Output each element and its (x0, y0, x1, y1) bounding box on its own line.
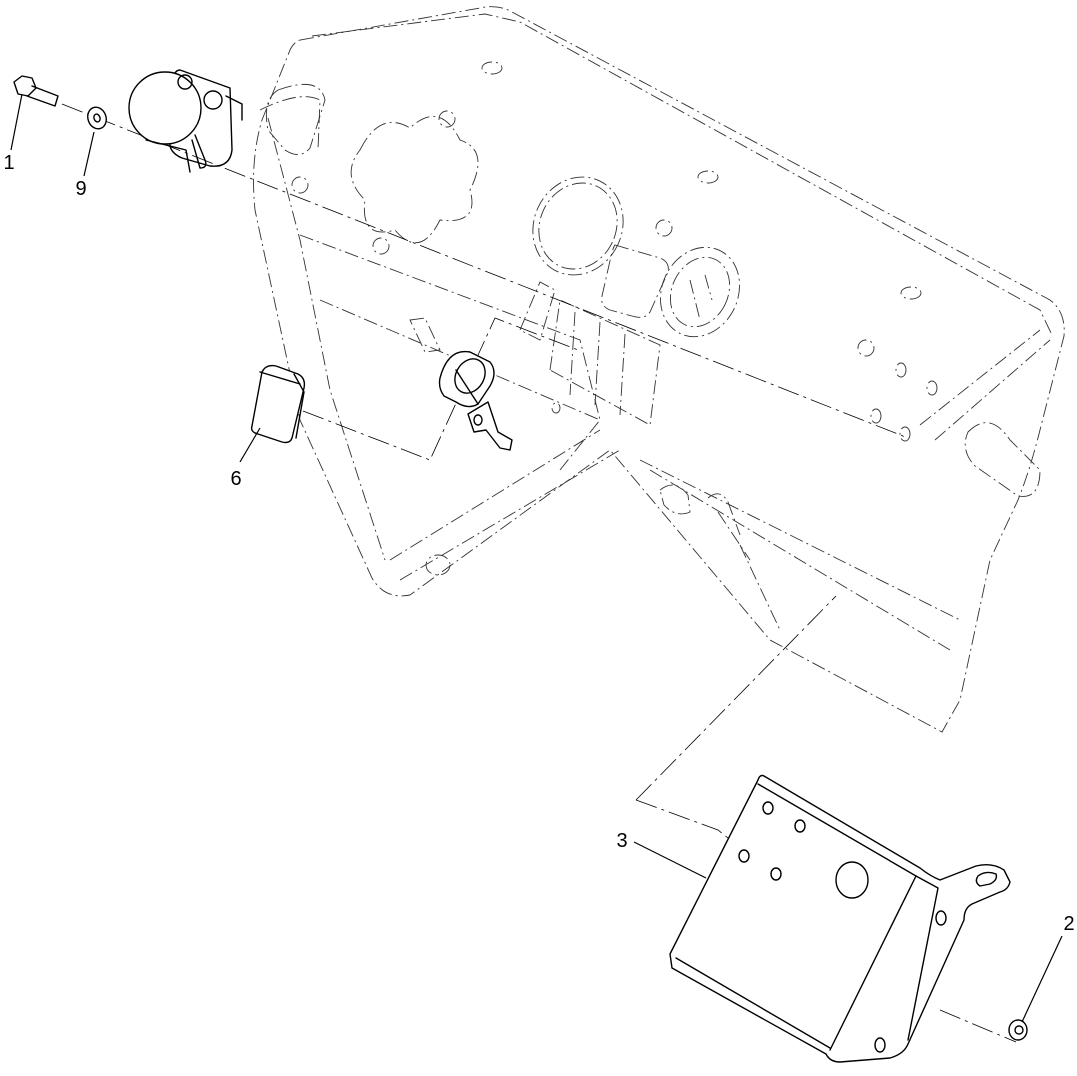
callout-6: 6 (230, 468, 242, 490)
console-panel-phantom (253, 6, 1065, 733)
mounting-bracket (669, 774, 1011, 1063)
key-switch (438, 350, 513, 451)
ball-mount-bracket (128, 69, 243, 173)
callout-2: 2 (1063, 913, 1075, 935)
callout-1: 1 (3, 152, 15, 174)
hex-bolt (13, 75, 59, 107)
callout-leaders (10, 93, 1063, 1023)
hex-nut (1008, 1019, 1028, 1041)
rubber-pad (250, 364, 306, 444)
callout-9: 9 (75, 178, 87, 200)
flat-washer (87, 106, 107, 130)
callout-3: 3 (616, 830, 628, 852)
